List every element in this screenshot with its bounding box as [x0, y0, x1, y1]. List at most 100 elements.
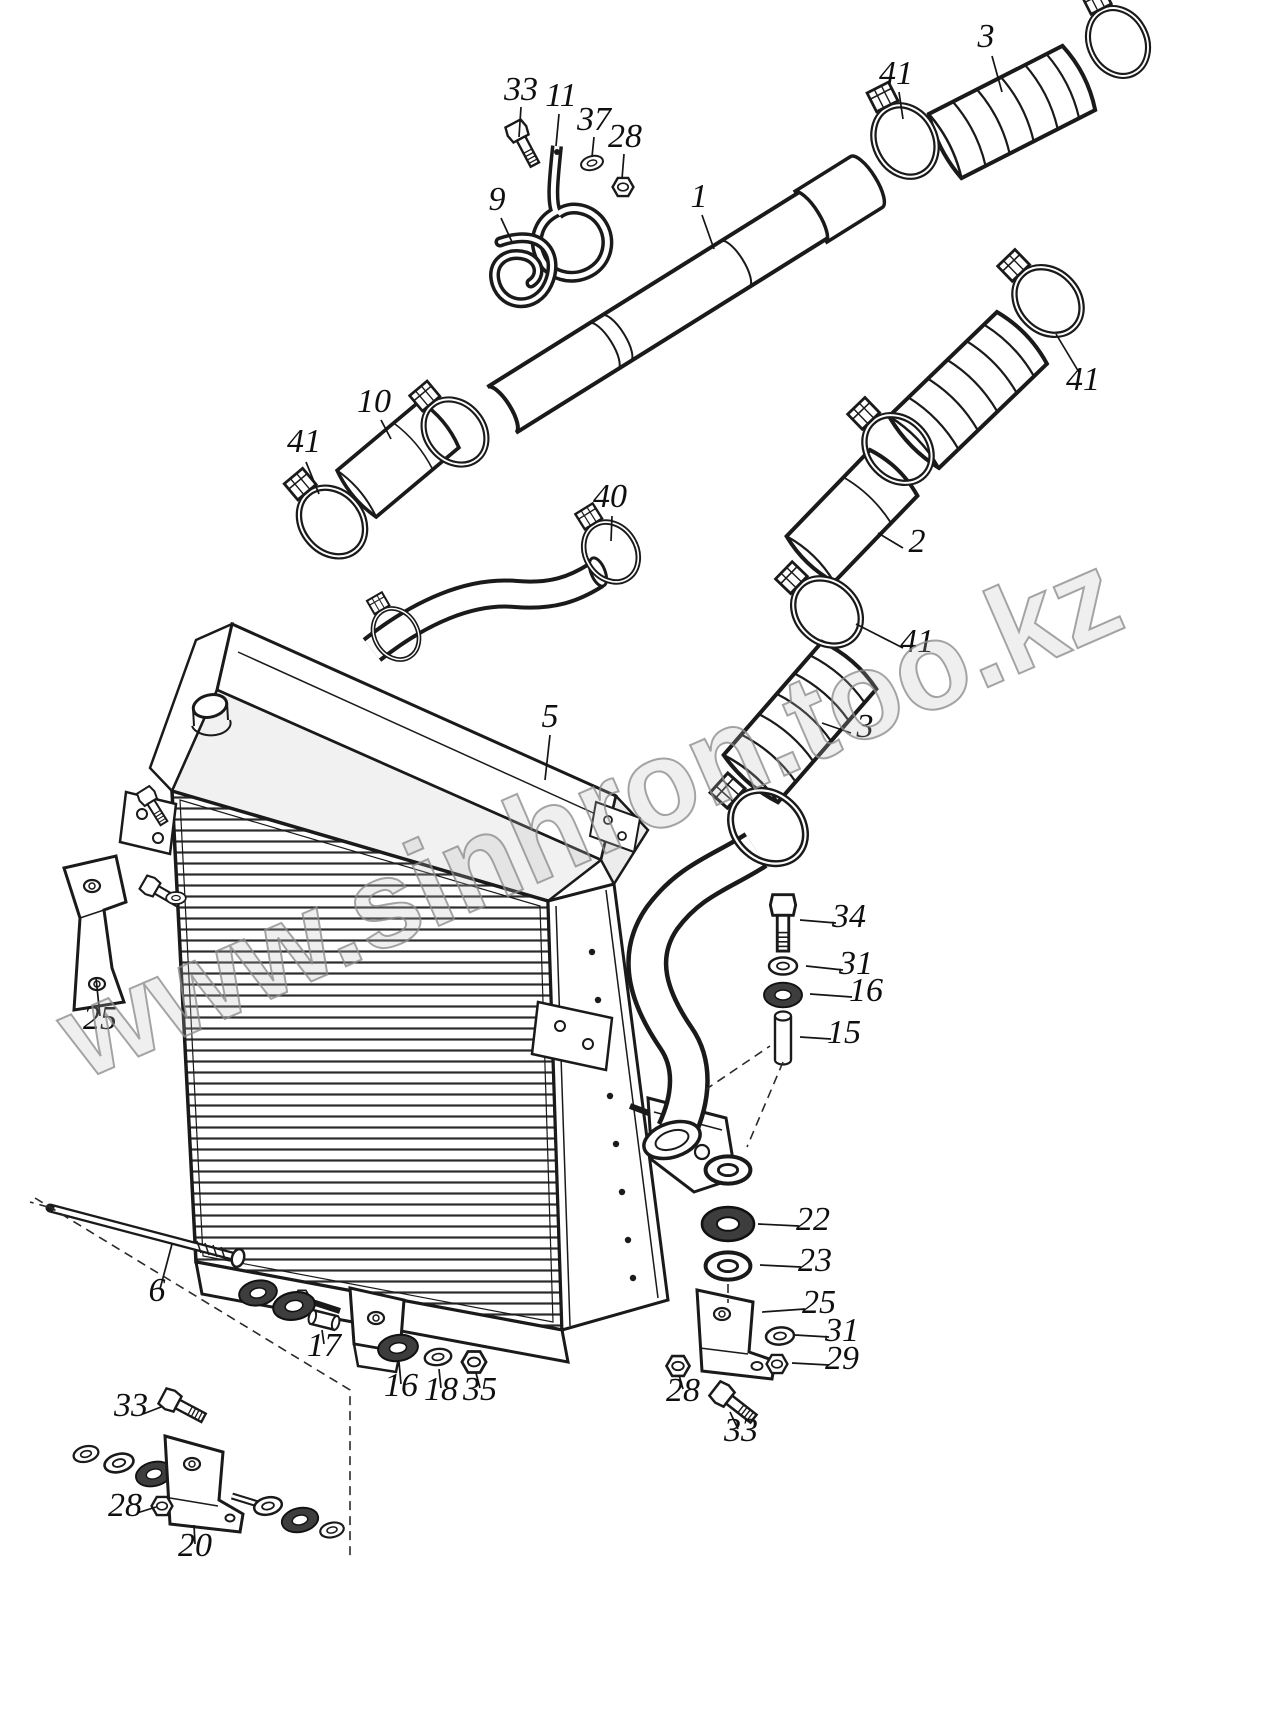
callout-label-10-12: 10 [357, 383, 391, 420]
construction-lines [29, 1045, 784, 1556]
washer-23-icon [706, 1252, 751, 1279]
callout-label-33-0: 33 [503, 71, 538, 108]
callout-leader-28-34 [136, 1506, 157, 1514]
intercooler-radiator [118, 621, 676, 1364]
callout-leader-23-22 [759, 1264, 802, 1268]
callout-label-33-33: 33 [113, 1387, 148, 1424]
callout-label-18-29: 18 [424, 1371, 458, 1408]
callout-label-20-35: 20 [178, 1527, 212, 1564]
radiator-side-panel [546, 882, 670, 1332]
callout-label-22-21: 22 [796, 1201, 830, 1238]
grommet-16-icon [763, 981, 803, 1009]
callout-leader-18-29 [438, 1368, 442, 1389]
callout-label-15-19: 15 [827, 1014, 861, 1051]
callout-leader-25-20 [95, 977, 101, 1017]
callout-label-41-7: 41 [879, 55, 913, 92]
bolt-33-icon [156, 1385, 210, 1429]
callout-leader-22-21 [757, 1223, 800, 1227]
callout-leader-10-12 [380, 419, 392, 440]
callout-leader-5-15 [544, 734, 551, 781]
callout-leader-20-35 [193, 1524, 196, 1545]
top-fasteners [489, 117, 635, 309]
callout-leader-3-11 [821, 722, 852, 734]
bolt-34-icon [768, 893, 798, 953]
grommet-icon [278, 1503, 322, 1537]
callout-label-17-27: 17 [307, 1327, 343, 1364]
callout-label-16-28: 16 [384, 1367, 418, 1404]
callout-label-3-11: 3 [856, 708, 874, 745]
callout-leader-28-31 [678, 1374, 684, 1390]
bolt-33-icon [502, 117, 546, 171]
coil-clamp-9 [489, 232, 558, 309]
bracket-25-right [695, 1288, 777, 1381]
callout-leader-17-27 [321, 1329, 325, 1345]
callout-label-31-17: 31 [838, 945, 873, 982]
washer-icon [706, 1156, 751, 1183]
callout-leader-40-14 [610, 515, 613, 542]
callout-leader-9-4 [500, 217, 513, 243]
washer-18-icon [422, 1345, 454, 1369]
corrugated-hose [883, 306, 1053, 474]
callout-leader-31-17 [805, 965, 844, 971]
callout-leader-1-5 [701, 214, 715, 250]
nut-28-icon [611, 176, 635, 198]
callout-leader-35-30 [475, 1372, 481, 1389]
callout-leader-25-23 [761, 1308, 806, 1313]
callout-label-25-20: 25 [83, 1000, 117, 1037]
callout-label-33-32: 33 [723, 1412, 758, 1449]
callout-leader-3-6 [991, 55, 1003, 93]
callout-label-35-30: 35 [462, 1371, 497, 1408]
callout-leader-15-19 [799, 1036, 832, 1040]
callout-label-11-1: 11 [545, 77, 576, 114]
callout-leader-11-1 [555, 113, 560, 147]
washer-icon [70, 1442, 102, 1466]
washer-31-icon [767, 956, 799, 976]
bracket-20 [163, 1433, 245, 1534]
spacer-15 [773, 1010, 793, 1066]
washer-icon [101, 1449, 137, 1477]
filler-cap [191, 693, 232, 737]
radiator-top-hose [356, 556, 609, 667]
left-mount-plate [118, 784, 187, 913]
washer-31-icon [764, 1325, 796, 1347]
callout-leader-16-18 [809, 993, 853, 998]
callout-label-1-5: 1 [691, 178, 708, 215]
callout-label-40-14: 40 [593, 478, 627, 515]
hose-2 [781, 444, 923, 588]
callout-leader-29-25 [791, 1362, 830, 1366]
callout-label-34-16: 34 [831, 898, 866, 935]
callout-label-28-31: 28 [666, 1372, 700, 1409]
washer-icon [317, 1519, 347, 1541]
callout-label-5-15: 5 [542, 698, 559, 735]
callout-label-2-9: 2 [909, 523, 926, 560]
mount-stack-lower-right [665, 1156, 796, 1429]
callout-label-31-24: 31 [824, 1312, 859, 1349]
callout-label-28-3: 28 [608, 118, 642, 155]
tie-rod-6 [45, 1203, 246, 1269]
nut-29-icon [765, 1353, 789, 1375]
grommet-22-icon [700, 1205, 756, 1243]
callout-label-41-10: 41 [900, 623, 934, 660]
callout-leader-41-7 [898, 91, 904, 120]
sub-assembly-20 [70, 1385, 347, 1541]
mount-stack-upper-right [763, 893, 803, 1066]
callout-label-37-2: 37 [576, 101, 613, 138]
callout-label-23-22: 23 [798, 1242, 832, 1279]
callout-leader-41-8 [1055, 333, 1081, 375]
callout-label-25-23: 25 [802, 1284, 836, 1321]
callout-label-41-8: 41 [1066, 361, 1100, 398]
strap-bracket-11 [530, 145, 614, 283]
callout-leader-33-0 [518, 106, 522, 138]
nut-28-icon [150, 1495, 174, 1517]
elbow-outlet-pipe [626, 832, 768, 1194]
callout-label-29-25: 29 [825, 1340, 859, 1377]
callout-leader-28-3 [621, 153, 625, 180]
washer-icon [251, 1493, 285, 1519]
callout-leader-41-13 [305, 461, 320, 495]
callout-leader-33-32 [729, 1411, 739, 1430]
callout-label-3-6: 3 [977, 18, 995, 55]
callout-leader-31-24 [794, 1334, 830, 1338]
callout-label-28-34: 28 [108, 1487, 142, 1524]
